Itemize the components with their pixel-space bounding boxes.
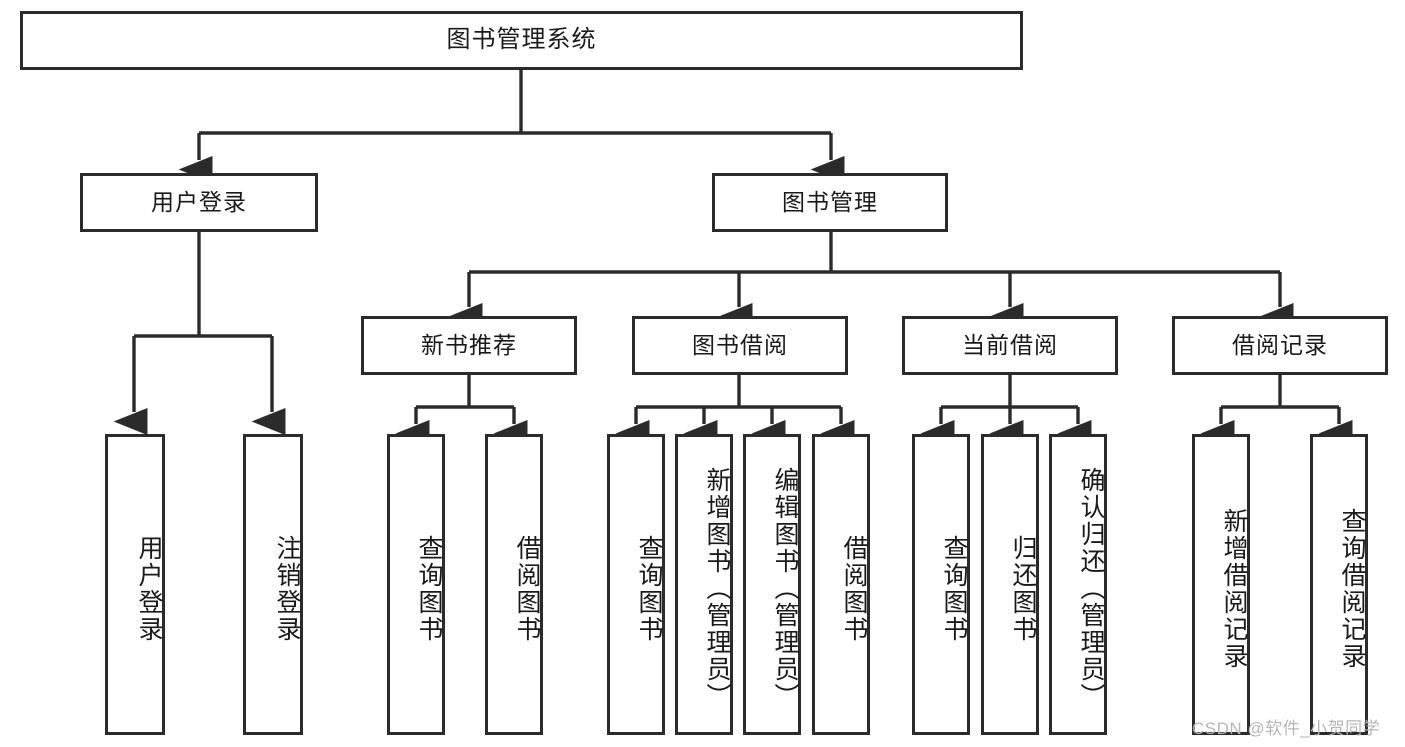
- node-label: 图书管理: [782, 188, 878, 215]
- node-new-book-rec[interactable]: 新书推荐: [361, 316, 577, 375]
- node-label: 借阅记录: [1232, 331, 1328, 358]
- node-leaf-user-logout[interactable]: 注销登录: [243, 434, 303, 735]
- node-leaf-borrow-edit[interactable]: 编辑图书（管理员）: [743, 434, 801, 735]
- node-label: 查询借阅记录: [1338, 507, 1366, 670]
- node-user-login[interactable]: 用户登录: [80, 173, 318, 232]
- node-label: 新书推荐: [421, 331, 517, 358]
- node-label: 查询图书: [635, 534, 663, 643]
- node-label: 确认归还（管理员）: [1077, 467, 1105, 710]
- node-label: 用户登录: [135, 534, 163, 643]
- node-leaf-rec-search[interactable]: 查询借阅记录: [1310, 434, 1368, 735]
- node-label: 借阅图书: [840, 534, 868, 643]
- node-leaf-rec-borrow[interactable]: 借阅图书: [485, 434, 543, 735]
- node-label: 查询图书: [415, 534, 443, 643]
- node-label: 图书管理系统: [446, 26, 597, 54]
- node-label: 查询图书: [940, 534, 968, 643]
- node-label: 用户登录: [151, 188, 247, 215]
- node-book-manage[interactable]: 图书管理: [712, 173, 948, 232]
- node-label: 注销登录: [273, 534, 301, 643]
- node-leaf-borrow-query[interactable]: 查询图书: [607, 434, 665, 735]
- node-leaf-borrow-do[interactable]: 借阅图书: [812, 434, 870, 735]
- node-label: 新增图书（管理员）: [703, 467, 731, 710]
- node-root-system[interactable]: 图书管理系统: [20, 11, 1023, 70]
- node-label: 编辑图书（管理员）: [771, 467, 799, 710]
- node-leaf-borrow-add[interactable]: 新增图书（管理员）: [675, 434, 733, 735]
- node-leaf-cur-query[interactable]: 查询图书: [912, 434, 970, 735]
- node-label: 新增借阅记录: [1220, 507, 1248, 670]
- node-label: 借阅图书: [513, 534, 541, 643]
- node-leaf-cur-return[interactable]: 归还图书: [981, 434, 1039, 735]
- node-leaf-user-login[interactable]: 用户登录: [105, 434, 165, 735]
- node-label: 归还图书: [1009, 534, 1037, 643]
- node-leaf-rec-query[interactable]: 查询图书: [387, 434, 445, 735]
- node-book-borrow[interactable]: 图书借阅: [632, 316, 848, 375]
- node-label: 图书借阅: [692, 331, 788, 358]
- node-leaf-cur-confirm[interactable]: 确认归还（管理员）: [1049, 434, 1107, 735]
- node-current-borrow[interactable]: 当前借阅: [902, 316, 1118, 375]
- node-borrow-record[interactable]: 借阅记录: [1172, 316, 1388, 375]
- node-leaf-rec-add[interactable]: 新增借阅记录: [1192, 434, 1250, 735]
- node-label: 当前借阅: [962, 331, 1058, 358]
- csdn-watermark: CSDN @软件_小贺同学: [1192, 719, 1381, 738]
